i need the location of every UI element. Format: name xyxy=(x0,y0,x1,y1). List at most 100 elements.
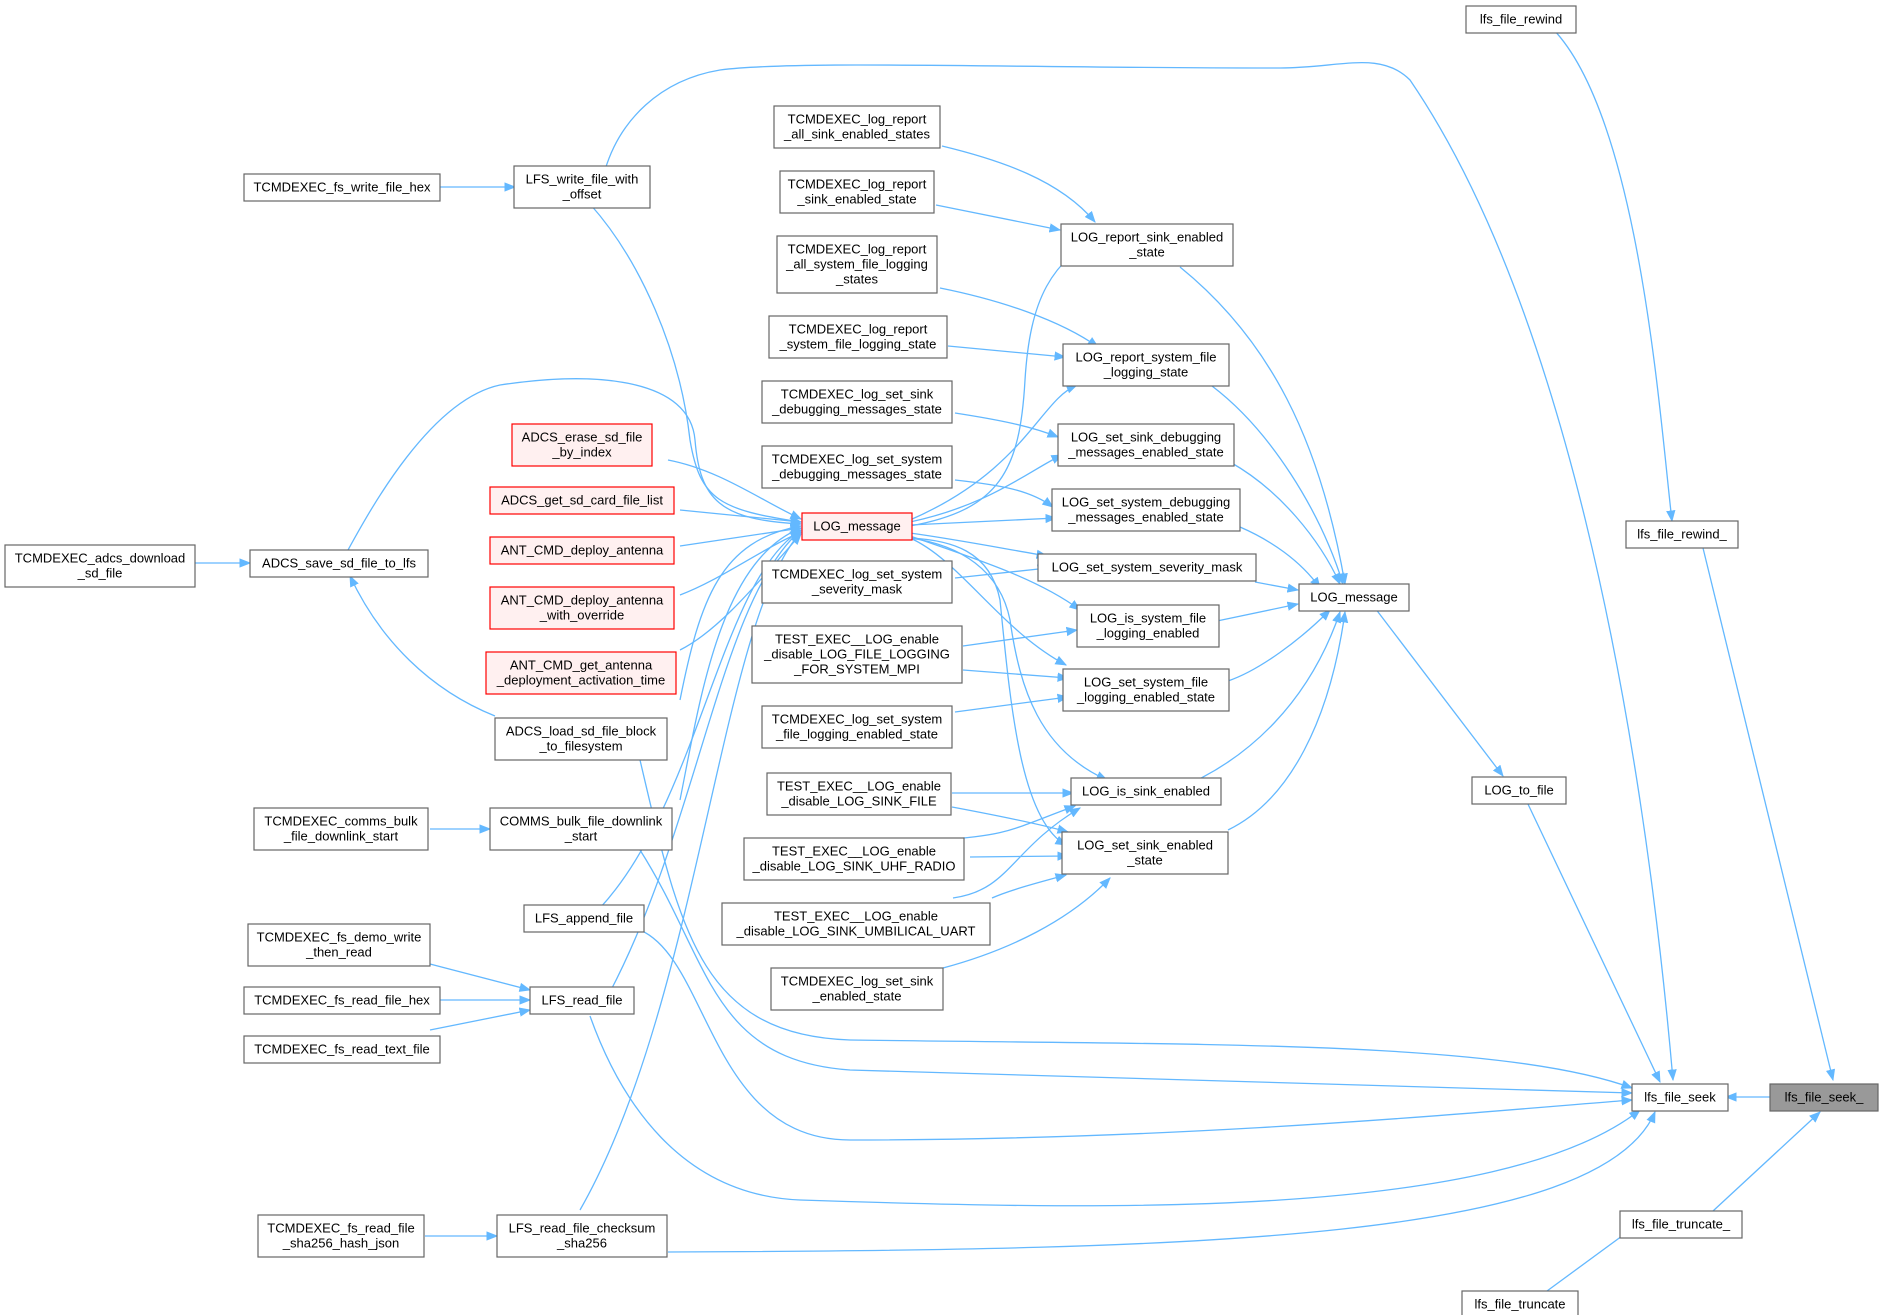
node-tcmdexec-fs-demo-write-then-read[interactable]: TCMDEXEC_fs_demo_write_then_read xyxy=(247,923,431,967)
node-tcmdexec-adcs-download-sd-file[interactable]: TCMDEXEC_adcs_download_sd_file xyxy=(4,544,196,588)
node-box xyxy=(1619,1210,1743,1239)
node-ant-cmd-deploy-antenna[interactable]: ANT_CMD_deploy_antenna xyxy=(489,536,675,565)
node-lfs-file-truncate-[interactable]: lfs_file_truncate_ xyxy=(1619,1210,1743,1239)
node-tcmdexec-log-set-system-debugging-messages-state[interactable]: TCMDEXEC_log_set_system_debugging_messag… xyxy=(761,445,953,489)
node-tcmdexec-log-report-all-sink-enabled-states[interactable]: TCMDEXEC_log_report_all_sink_enabled_sta… xyxy=(773,105,941,149)
node-adcs-load-sd-file-block-to-filesystem[interactable]: ADCS_load_sd_file_block_to_filesystem xyxy=(494,717,668,761)
node-label: LOG_set_sink_debugging xyxy=(1071,430,1221,445)
node-box xyxy=(1051,488,1241,532)
edge-readfile-to-seek xyxy=(589,1015,1641,1207)
edge-logmsg-to-logtofile xyxy=(1374,607,1504,777)
node-log-set-system-file-logging-enabled-state[interactable]: LOG_set_system_file_logging_enabled_stat… xyxy=(1062,668,1230,712)
node-label: _messages_enabled_state xyxy=(1067,510,1223,525)
node-label: lfs_file_rewind xyxy=(1480,12,1562,27)
node-tcmdexec-log-report-all-system-file-logging-states[interactable]: TCMDEXEC_log_report_all_system_file_logg… xyxy=(776,235,938,294)
node-log-report-system-file-logging-state[interactable]: LOG_report_system_file_logging_state xyxy=(1062,343,1230,387)
node-log-to-file[interactable]: LOG_to_file xyxy=(1471,776,1567,805)
node-log-set-sink-debugging-messages-enabled-state[interactable]: LOG_set_sink_debugging_messages_enabled_… xyxy=(1057,423,1235,467)
edge-issysfile-to-logmsg xyxy=(1216,601,1300,622)
edge-t11-to-issink xyxy=(939,805,1077,841)
node-label: ANT_CMD_deploy_antenna xyxy=(501,593,664,608)
node-log-report-sink-enabled-state[interactable]: LOG_report_sink_enabled_state xyxy=(1060,223,1234,267)
edge-antget-to-logred xyxy=(679,533,802,651)
node-box xyxy=(511,423,653,467)
edge-setsysdbg-to-logmsg xyxy=(1239,526,1321,589)
node-log-set-system-debugging-messages-enabled-state[interactable]: LOG_set_system_debugging_messages_enable… xyxy=(1051,488,1241,532)
node-tcmdexec-fs-write-file-hex[interactable]: TCMDEXEC_fs_write_file_hex xyxy=(243,173,441,202)
node-label: _disable_LOG_SINK_UHF_RADIO xyxy=(751,859,955,874)
edge-t12-to-setsink xyxy=(991,873,1068,899)
node-adcs-get-sd-card-file-list[interactable]: ADCS_get_sd_card_file_list xyxy=(489,486,675,515)
node-box xyxy=(770,967,944,1011)
node-log-set-sink-enabled-state[interactable]: LOG_set_sink_enabled_state xyxy=(1061,831,1229,875)
node-test-exec-log-sink-umbilical-uart[interactable]: TEST_EXEC__LOG_enable_disable_LOG_SINK_U… xyxy=(721,902,991,946)
node-lfs-read-file-checksum-sha256[interactable]: LFS_read_file_checksum_sha256 xyxy=(496,1214,668,1258)
node-test-exec-log-sink-file[interactable]: TEST_EXEC__LOG_enable_disable_LOG_SINK_F… xyxy=(766,772,952,816)
node-adcs-erase-sd-file-by-index[interactable]: ADCS_erase_sd_file_by_index xyxy=(511,423,653,467)
node-label: _enabled_state xyxy=(812,989,902,1004)
node-box xyxy=(766,772,952,816)
node-log-is-system-file-logging-enabled[interactable]: LOG_is_system_file_logging_enabled xyxy=(1076,604,1220,648)
node-tcmdexec-log-set-sink-debugging-messages-state[interactable]: TCMDEXEC_log_set_sink_debugging_messages… xyxy=(761,380,953,424)
node-lfs-read-file[interactable]: LFS_read_file xyxy=(529,986,635,1015)
node-log-message-main[interactable]: LOG_message xyxy=(1298,583,1410,612)
node-lfs-file-truncate[interactable]: lfs_file_truncate xyxy=(1461,1290,1579,1315)
node-box xyxy=(1070,777,1222,806)
node-label: _severity_mask xyxy=(811,582,903,597)
node-ant-cmd-get-antenna-deployment-activation-time[interactable]: ANT_CMD_get_antenna_deployment_activatio… xyxy=(485,651,677,695)
node-label: LFS_append_file xyxy=(535,911,633,926)
node-log-message-red[interactable]: LOG_message xyxy=(801,512,913,541)
node-label: _sink_enabled_state xyxy=(796,192,916,207)
node-box xyxy=(1061,831,1229,875)
node-label: lfs_file_rewind_ xyxy=(1637,527,1727,542)
node-label: _disable_LOG_SINK_FILE xyxy=(780,794,937,809)
edge-t8-to-setsysfile xyxy=(962,669,1070,682)
node-log-is-sink-enabled[interactable]: LOG_is_sink_enabled xyxy=(1070,777,1222,806)
node-box xyxy=(494,717,668,761)
node-adcs-save-sd-file-to-lfs[interactable]: ADCS_save_sd_file_to_lfs xyxy=(249,549,429,578)
edge-demowrite-to-readfile xyxy=(429,963,532,992)
node-box xyxy=(249,549,429,578)
edge-setsysdbg-to-logred xyxy=(909,513,1058,526)
node-label: TCMDEXEC_log_set_sink xyxy=(781,387,934,402)
node-box xyxy=(1057,423,1235,467)
node-lfs-append-file[interactable]: LFS_append_file xyxy=(523,904,645,933)
node-label: LFS_read_file xyxy=(542,993,623,1008)
edge-setsysfile-to-logred xyxy=(909,537,1068,666)
node-label: _offset xyxy=(562,187,602,202)
node-label: ANT_CMD_deploy_antenna xyxy=(501,543,664,558)
node-tcmdexec-log-report-sink-enabled-state[interactable]: TCMDEXEC_log_report_sink_enabled_state xyxy=(779,170,935,214)
node-box xyxy=(253,807,429,851)
node-label: TCMDEXEC_log_report xyxy=(789,322,928,337)
node-lfs-file-rewind[interactable]: lfs_file_rewind xyxy=(1465,5,1577,34)
node-test-exec-log-sink-uhf-radio[interactable]: TEST_EXEC__LOG_enable_disable_LOG_SINK_U… xyxy=(743,837,965,881)
node-lfs-file-seek[interactable]: lfs_file_seek xyxy=(1631,1083,1729,1112)
node-label: _sha256 xyxy=(556,1236,607,1251)
edge-setsink-to-logmsg xyxy=(1227,610,1349,831)
node-tcmdexec-log-set-system-severity-mask[interactable]: TCMDEXEC_log_set_system_severity_mask xyxy=(761,560,953,604)
node-tcmdexec-log-set-sink-enabled-state[interactable]: TCMDEXEC_log_set_sink_enabled_state xyxy=(770,967,944,1011)
node-label: _debugging_messages_state xyxy=(771,402,942,417)
node-tcmdexec-log-set-system-file-logging-enabled-state[interactable]: TCMDEXEC_log_set_system_file_logging_ena… xyxy=(761,705,953,749)
node-ant-cmd-deploy-antenna-with-override[interactable]: ANT_CMD_deploy_antenna_with_override xyxy=(489,586,675,630)
node-label: LOG_report_system_file xyxy=(1076,350,1217,365)
node-tcmdexec-comms-bulk-file-downlink-start[interactable]: TCMDEXEC_comms_bulk_file_downlink_start xyxy=(253,807,429,851)
node-lfs-write-file-with-offset[interactable]: LFS_write_file_with_offset xyxy=(513,165,651,209)
node-tcmdexec-log-report-system-file-logging-state[interactable]: TCMDEXEC_log_report_system_file_logging_… xyxy=(768,315,948,359)
node-box xyxy=(801,512,913,541)
node-tcmdexec-fs-read-file-sha256-hash-json[interactable]: TCMDEXEC_fs_read_file_sha256_hash_json xyxy=(257,1214,425,1258)
edge-adcssave-from-adcsload xyxy=(349,574,496,717)
node-label: lfs_file_seek xyxy=(1644,1090,1716,1105)
node-comms-bulk-file-downlink-start[interactable]: COMMS_bulk_file_downlink_start xyxy=(489,807,673,851)
node-box xyxy=(1769,1083,1879,1112)
node-label: _start xyxy=(564,829,598,844)
node-lfs-file-seek-[interactable]: lfs_file_seek_ xyxy=(1769,1083,1879,1112)
node-box xyxy=(247,923,431,967)
node-lfs-file-rewind-[interactable]: lfs_file_rewind_ xyxy=(1625,520,1739,549)
node-tcmdexec-fs-read-text-file[interactable]: TCMDEXEC_fs_read_text_file xyxy=(243,1035,441,1064)
node-log-set-system-severity-mask[interactable]: LOG_set_system_severity_mask xyxy=(1037,553,1257,582)
node-box xyxy=(761,380,953,424)
node-test-exec-log-file-logging[interactable]: TEST_EXEC__LOG_enable_disable_LOG_FILE_L… xyxy=(751,625,963,684)
node-label: lfs_file_truncate_ xyxy=(1632,1217,1731,1232)
node-tcmdexec-fs-read-file-hex[interactable]: TCMDEXEC_fs_read_file_hex xyxy=(243,986,441,1015)
